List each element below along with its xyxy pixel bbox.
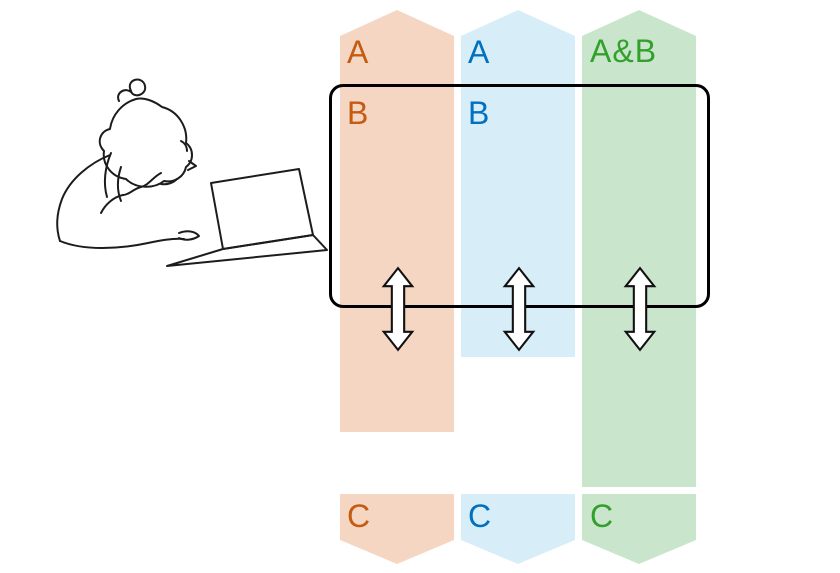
person-at-laptop-illustration <box>15 75 335 295</box>
label-bottom-blue: C <box>468 498 493 534</box>
column-band-orange <box>340 10 454 432</box>
label-bottom-green: C <box>590 498 615 534</box>
person-sketch-icon <box>56 78 328 267</box>
label-box-blue: B <box>468 95 491 131</box>
double-arrow-icon <box>621 264 659 354</box>
label-box-orange: B <box>347 95 370 131</box>
double-arrow-icon <box>500 264 538 354</box>
column-band-green <box>582 10 696 487</box>
label-top-green: A&B <box>590 33 658 69</box>
label-bottom-orange: C <box>347 498 372 534</box>
label-top-blue: A <box>468 34 491 70</box>
double-arrow-icon <box>379 264 417 354</box>
label-top-orange: A <box>347 34 370 70</box>
